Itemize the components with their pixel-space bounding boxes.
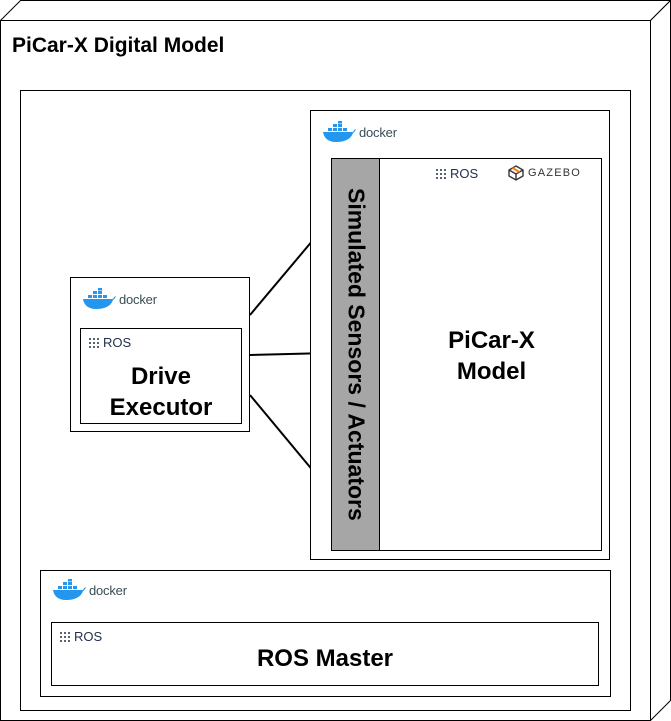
drive-ros-logo: ROS bbox=[89, 335, 131, 350]
drive-executor-line2: Executor bbox=[109, 394, 213, 421]
gazebo-label: GAZEBO bbox=[528, 167, 582, 179]
picar-model-line2: Model bbox=[456, 358, 527, 385]
drive-executor-node: Drive Executor bbox=[81, 361, 241, 423]
master-ros-label: ROS bbox=[74, 629, 103, 644]
drive-docker-container: docker ROS Drive Executor bbox=[70, 277, 250, 432]
drive-executor-line1: Drive bbox=[130, 363, 192, 390]
sim-ros-label: ROS bbox=[450, 166, 479, 181]
master-ros-logo: ROS bbox=[60, 629, 102, 644]
ros-master-node: ROS Master bbox=[256, 645, 394, 672]
sim-ros-logo: ROS bbox=[436, 166, 478, 181]
ros-dots-icon bbox=[60, 631, 70, 642]
sim-docker-label: docker bbox=[359, 124, 397, 140]
gazebo-logo: GAZEBO bbox=[508, 165, 581, 181]
sim-docker-logo: docker bbox=[321, 121, 397, 143]
gazebo-icon bbox=[508, 165, 524, 181]
drive-docker-logo: docker bbox=[81, 288, 157, 310]
docker-whale-icon bbox=[53, 579, 86, 600]
ros-dots-icon bbox=[436, 168, 446, 179]
drive-docker-label: docker bbox=[119, 291, 157, 307]
docker-whale-icon bbox=[323, 121, 356, 142]
picar-model-line1: PiCar-X bbox=[448, 327, 535, 354]
ros-dots-icon bbox=[89, 337, 99, 348]
sensor-actuator-label: Simulated Sensors / Actuators bbox=[343, 188, 370, 521]
drive-ros-box: ROS Drive Executor bbox=[80, 328, 242, 424]
drive-ros-label: ROS bbox=[103, 335, 132, 350]
diagram-title: PiCar-X Digital Model bbox=[12, 34, 225, 57]
master-docker-label: docker bbox=[89, 582, 127, 598]
master-docker-container: docker ROS ROS Master bbox=[40, 570, 611, 697]
master-ros-box: ROS ROS Master bbox=[51, 622, 599, 686]
picar-model-node: PiCar-X Model bbox=[380, 325, 603, 387]
sim-docker-container: docker Simulated Sensors / Actuators ROS… bbox=[310, 110, 610, 560]
sensor-actuator-bar: Simulated Sensors / Actuators bbox=[332, 159, 380, 550]
docker-whale-icon bbox=[83, 288, 116, 309]
sim-ros-box: Simulated Sensors / Actuators ROS GAZEBO… bbox=[331, 158, 602, 551]
master-docker-logo: docker bbox=[51, 579, 127, 601]
